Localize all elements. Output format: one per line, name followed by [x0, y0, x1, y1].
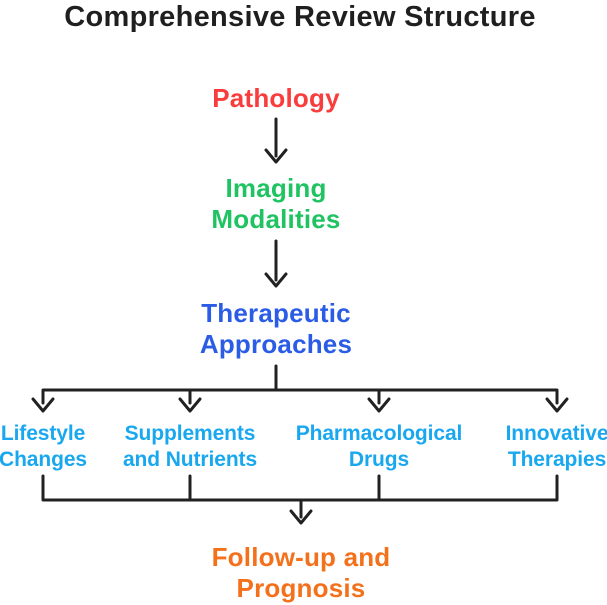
node-therapeutic-approaches: Therapeutic Approaches	[200, 298, 352, 360]
node-pathology: Pathology	[212, 83, 339, 114]
diagram-title: Comprehensive Review Structure	[64, 1, 536, 33]
branch-label-line2: and Nutrients	[122, 448, 258, 471]
arrow-down-icon	[264, 239, 288, 288]
node-pharmacological-drugs: Pharmacological Drugs	[296, 421, 463, 473]
node-followup-prognosis: Follow-up and Prognosis	[212, 542, 391, 604]
node-lifestyle-changes: Lifestyle Changes	[0, 421, 87, 473]
branch-label-line2: Changes	[0, 448, 87, 471]
branch-label-line2: Drugs	[348, 448, 410, 471]
branch-label-line2: Therapies	[507, 448, 607, 471]
node-imaging-label-line1: Imaging	[225, 173, 327, 203]
branch-label-line1: Lifestyle	[0, 422, 86, 445]
node-imaging-label-line2: Modalities	[211, 204, 341, 234]
arrow-down-icon	[264, 117, 288, 164]
node-followup-label-line1: Follow-up and	[211, 542, 391, 572]
node-therapeutic-label-line1: Therapeutic	[201, 298, 351, 328]
node-pathology-label: Pathology	[212, 83, 340, 113]
node-innovative-therapies: Innovative Therapies	[506, 421, 607, 473]
node-followup-label-line2: Prognosis	[236, 573, 366, 603]
branch-split-connector	[31, 364, 569, 413]
branch-label-line1: Supplements	[124, 422, 256, 445]
branch-label-line1: Innovative	[505, 422, 607, 445]
branch-merge-connector	[41, 474, 559, 525]
node-imaging-modalities: Imaging Modalities	[211, 173, 340, 235]
node-therapeutic-label-line2: Approaches	[199, 329, 353, 359]
branch-label-line1: Pharmacological	[295, 422, 463, 445]
node-supplements-nutrients: Supplements and Nutrients	[123, 421, 257, 473]
